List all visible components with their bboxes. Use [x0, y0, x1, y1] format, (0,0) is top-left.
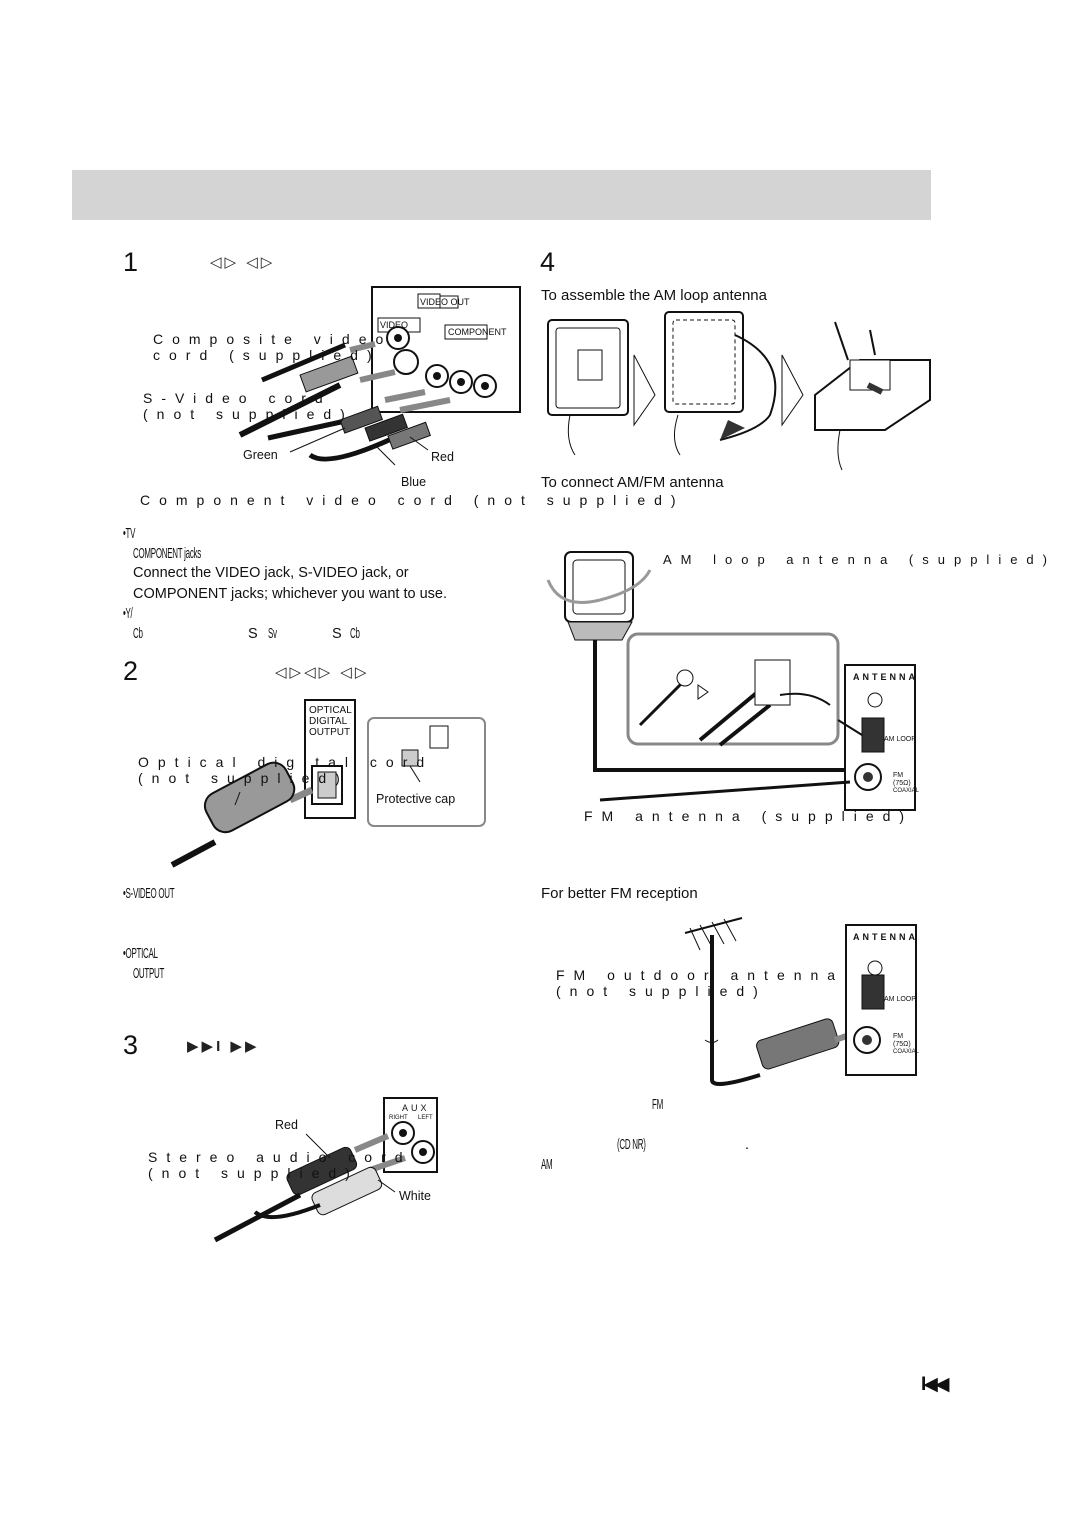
fm-ohm-label-2: (75Ω) — [893, 1041, 911, 1048]
previous-page-icon[interactable]: I◀◀ — [921, 1374, 949, 1395]
fm-outdoor-antenna-label: FM outdoor antenna — [556, 967, 845, 983]
step-1-note-6d: S — [332, 626, 342, 642]
protective-cap-label: Protective cap — [376, 792, 456, 806]
optical-output-panel-label-1: OPTICAL — [309, 705, 352, 716]
connect-am-fm-antenna-subheading: To connect AM/FM antenna — [541, 474, 724, 491]
step-1-note-6e: Cb — [350, 626, 360, 642]
red-plug-label-aux: Red — [275, 1118, 298, 1132]
am-loop-jack-label: AM LOOP — [884, 736, 916, 743]
step-1-heading-glyphs: ◁▷ ◁▷ — [210, 254, 276, 271]
step-1-note-6b: S — [248, 626, 258, 642]
step-2-note-1: •S-VIDEO OUT — [123, 886, 175, 902]
antenna-panel-label: ANTENNA — [853, 672, 918, 682]
step-4-note-period: . — [745, 1137, 750, 1153]
svideo-cord-label-2: (not supplied) — [143, 406, 354, 422]
step-2-number: 2 — [123, 656, 139, 686]
header-bar — [72, 170, 931, 220]
step-4-number: 4 — [540, 247, 556, 277]
assemble-am-antenna-subheading: To assemble the AM loop antenna — [541, 287, 767, 304]
step-2-heading-glyphs: ◁▷◁▷ ◁▷ — [275, 664, 370, 681]
optical-output-panel-label-2: DIGITAL — [309, 716, 348, 727]
component-jack-label: COMPONENT — [448, 327, 507, 337]
red-plug-label: Red — [431, 450, 454, 464]
aux-right-label: RIGHT — [389, 1115, 408, 1121]
am-loop-antenna-label: AM loop antenna (supplied) — [663, 552, 1056, 567]
step-4-note-paren: (CD NR) — [617, 1137, 646, 1153]
step-1-note-2: COMPONENT jacks — [133, 546, 201, 562]
step-2-note-3: OUTPUT — [133, 966, 165, 982]
better-fm-reception-subheading: For better FM reception — [541, 885, 698, 902]
svideo-cord-label: S-Video cord — [143, 390, 332, 406]
coaxial-label-2: COAXIAL — [893, 1049, 920, 1055]
aux-left-label: LEFT — [418, 1115, 433, 1121]
composite-video-cord-label: Composite video — [153, 331, 393, 347]
composite-video-cord-label-2: cord (supplied) — [153, 347, 381, 363]
step-4-note-fm: FM — [652, 1097, 663, 1113]
step-1-note-5: •Y/ — [123, 606, 133, 622]
video-jack-label: VIDEO — [380, 320, 409, 330]
fm-jack-label-2: FM — [893, 1033, 904, 1040]
video-out-panel-label: VIDEO OUT — [420, 297, 470, 307]
stereo-audio-cord-label-2: (not supplied) — [148, 1165, 359, 1181]
fm-antenna-label: FM antenna (supplied) — [584, 808, 914, 824]
step-3-heading-glyphs: ▶▶I ▶▶ — [187, 1038, 260, 1055]
antenna-panel-label-2: ANTENNA — [853, 932, 918, 942]
step-3-number: 3 — [123, 1030, 139, 1060]
fm-outdoor-antenna-label-2: (not supplied) — [556, 983, 767, 999]
coaxial-label: COAXIAL — [893, 788, 920, 794]
blue-plug-label: Blue — [401, 475, 427, 489]
fm-jack-label: FM — [893, 772, 904, 779]
fm-ohm-label: (75Ω) — [893, 780, 911, 787]
step-1-note-6c: Sv — [268, 626, 277, 642]
step-4-note-am: AM — [541, 1157, 553, 1173]
stereo-audio-cord-label: Stereo audio cord — [148, 1149, 412, 1165]
step-2-note-2: •OPTICAL — [123, 946, 158, 962]
optical-digital-cord-label-2: (not supplied) — [138, 770, 349, 786]
optical-output-panel-label-3: OUTPUT — [309, 727, 351, 738]
white-plug-label: White — [399, 1189, 431, 1203]
component-video-cord-label: Component video cord (not supplied) — [140, 492, 685, 508]
am-loop-jack-label-2: AM LOOP — [884, 996, 916, 1003]
step-1-number: 1 — [123, 247, 139, 277]
step-1-note-4: COMPONENT jacks; whichever you want to u… — [133, 586, 448, 602]
step-1-note-1: •TV — [123, 526, 136, 542]
step-1-note-3: Connect the VIDEO jack, S-VIDEO jack, or — [133, 565, 409, 581]
green-plug-label: Green — [243, 448, 278, 462]
aux-panel-label: AUX — [402, 1103, 430, 1113]
optical-digital-cord-label: Optical digital cord — [138, 754, 434, 770]
step-1-note-6a: Cb — [133, 626, 143, 642]
